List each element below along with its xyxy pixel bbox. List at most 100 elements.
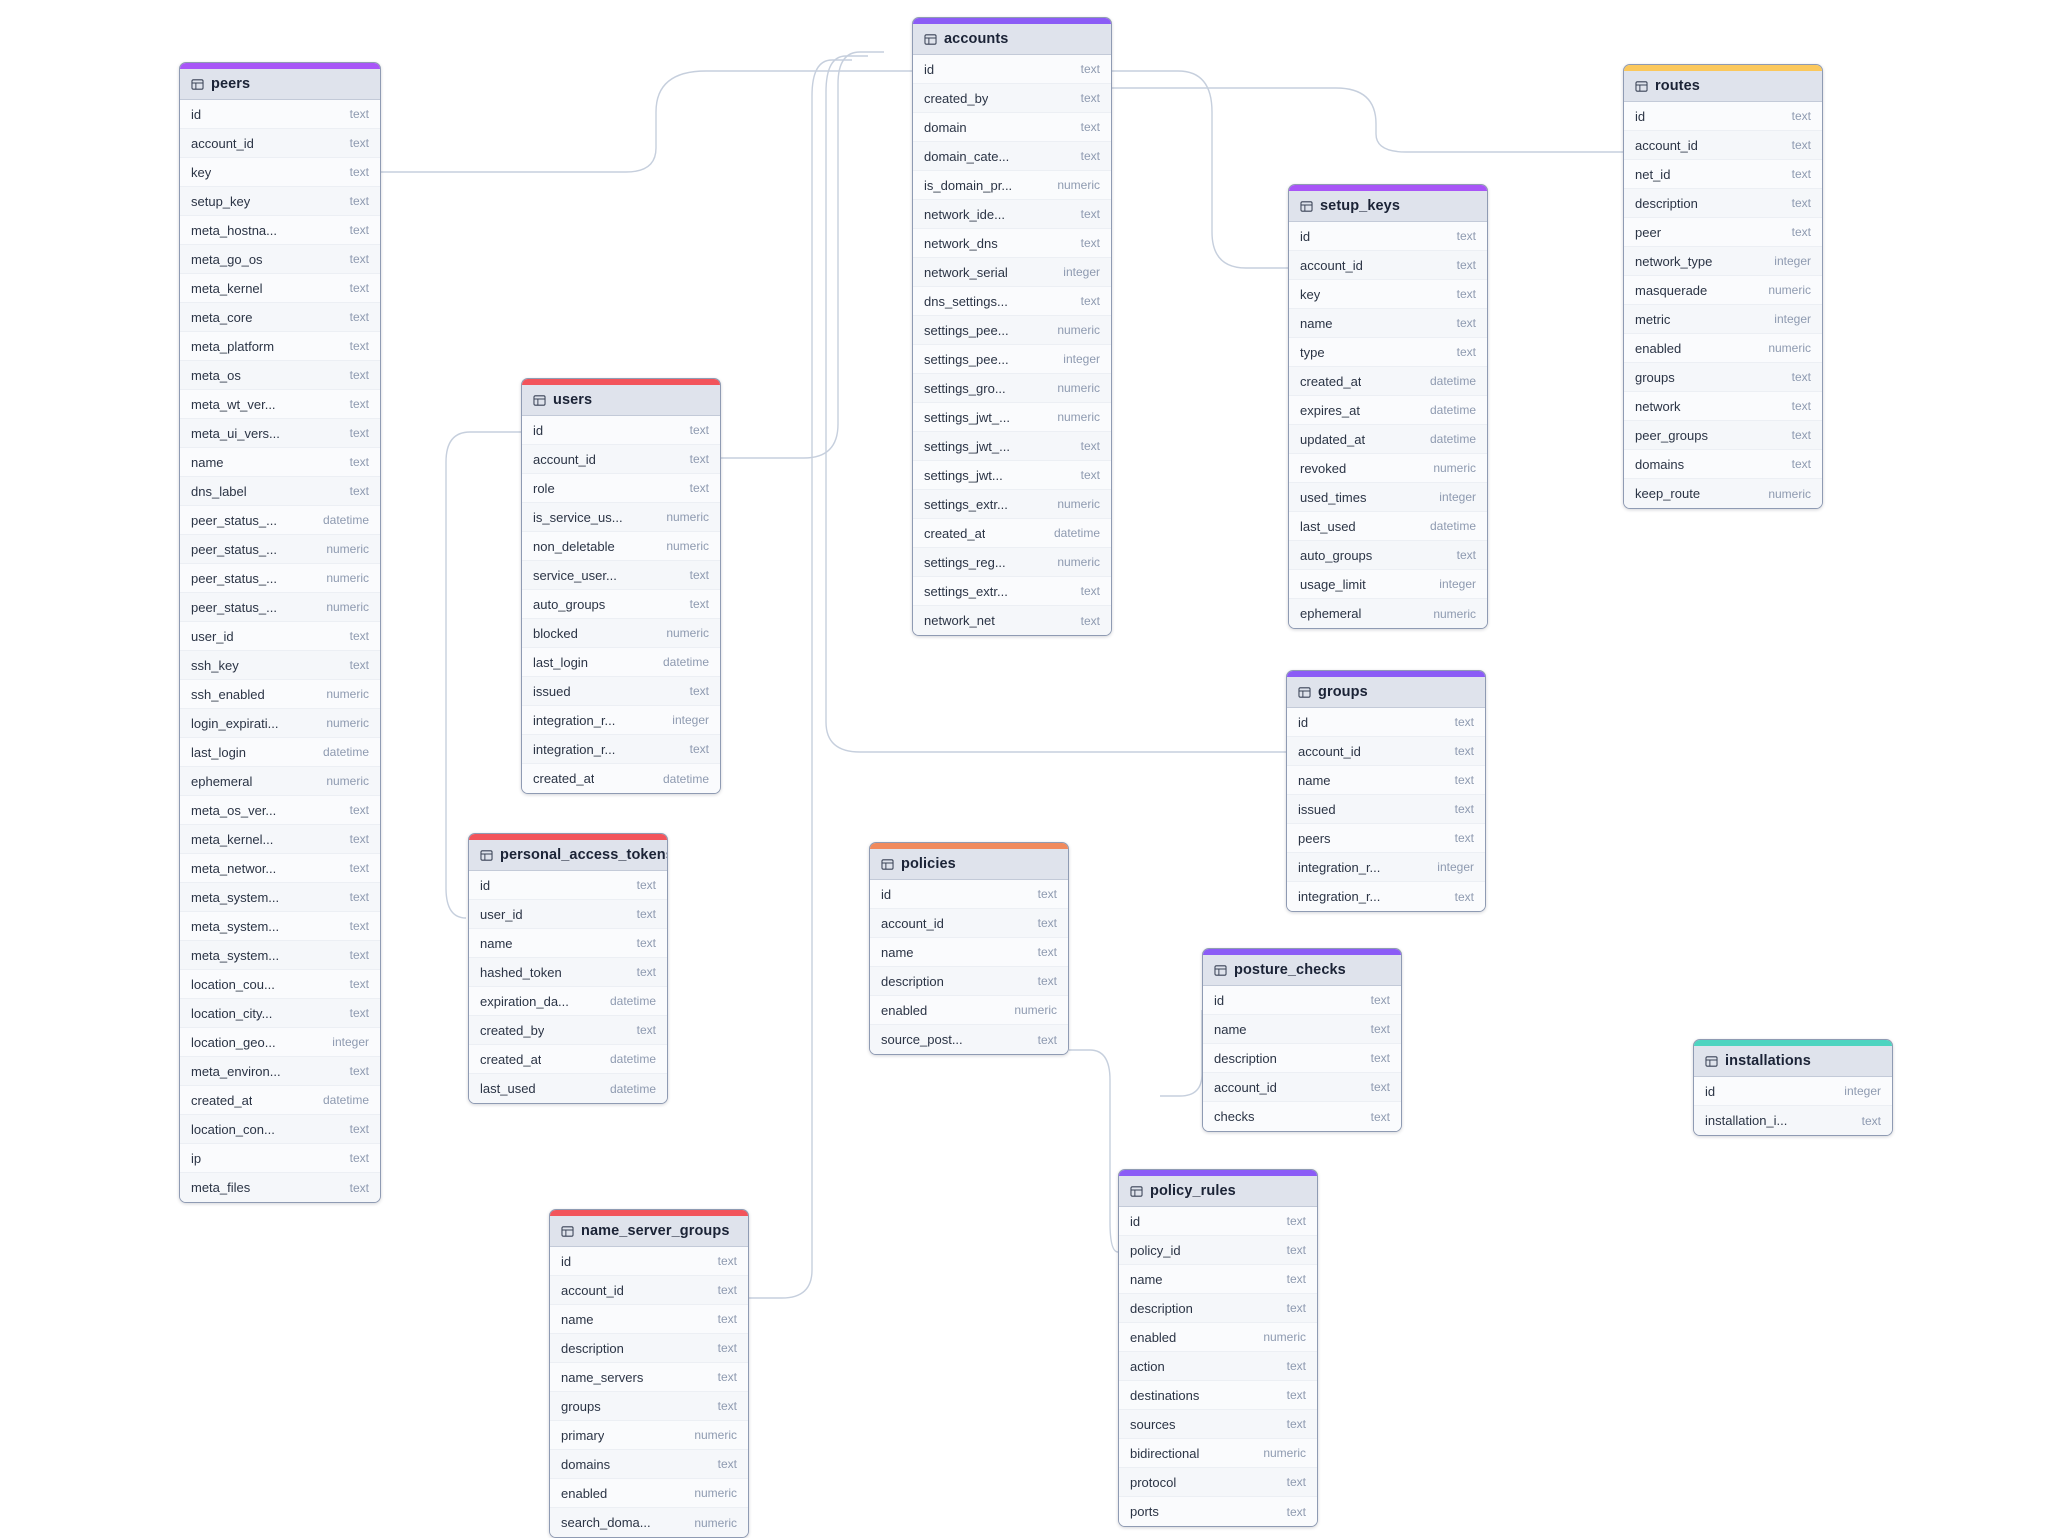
field-row[interactable]: settings_jwt_...text [913,432,1111,461]
field-row[interactable]: source_post...text [870,1025,1068,1054]
table-header-personal_access_tokens[interactable]: personal_access_tokens [469,840,667,871]
field-row[interactable]: meta_environ...text [180,1057,380,1086]
field-row[interactable]: location_geo...integer [180,1028,380,1057]
field-row[interactable]: peer_status_...numeric [180,564,380,593]
field-row[interactable]: meta_networ...text [180,854,380,883]
field-row[interactable]: location_city...text [180,999,380,1028]
field-row[interactable]: settings_extr...text [913,577,1111,606]
table-header-name_server_groups[interactable]: name_server_groups [550,1216,748,1247]
field-row[interactable]: settings_pee...numeric [913,316,1111,345]
field-row[interactable]: location_con...text [180,1115,380,1144]
table-header-peers[interactable]: peers [180,69,380,100]
field-row[interactable]: peer_status_...numeric [180,593,380,622]
field-row[interactable]: settings_extr...numeric [913,490,1111,519]
table-header-policy_rules[interactable]: policy_rules [1119,1176,1317,1207]
table-header-users[interactable]: users [522,385,720,416]
table-header-routes[interactable]: routes [1624,71,1822,102]
table-header-setup_keys[interactable]: setup_keys [1289,191,1487,222]
field-row[interactable]: domain_cate...text [913,142,1111,171]
field-row[interactable]: meta_wt_ver...text [180,390,380,419]
field-row[interactable]: service_user...text [522,561,720,590]
field-row[interactable]: settings_jwt...text [913,461,1111,490]
field-row[interactable]: settings_reg...numeric [913,548,1111,577]
field-row[interactable]: meta_hostna...text [180,216,380,245]
field-row[interactable]: settings_jwt_...numeric [913,403,1111,432]
field-row[interactable]: integration_r...integer [522,706,720,735]
field-row[interactable]: installation_i...text [1694,1106,1892,1135]
